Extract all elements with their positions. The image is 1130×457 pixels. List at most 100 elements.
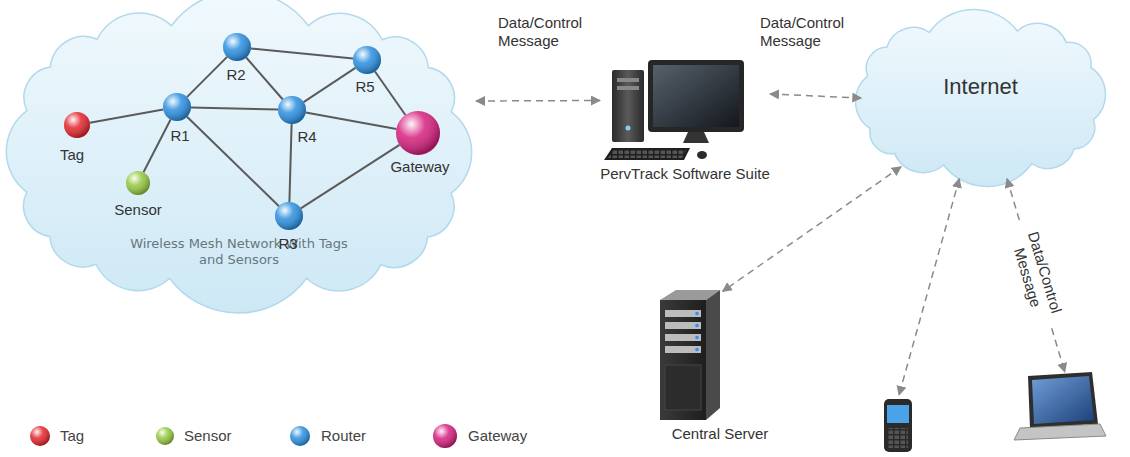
- tag-node: Tag: [64, 112, 90, 138]
- phone-screen: [887, 405, 909, 423]
- mesh-link: [187, 117, 279, 206]
- laptop-lid: [1028, 372, 1098, 428]
- sphere-body: [278, 96, 306, 124]
- swatch-shine: [30, 426, 50, 446]
- mouse: [697, 151, 707, 159]
- legend-swatch: [29, 425, 51, 447]
- phone-icon: [884, 399, 912, 452]
- node-label: Sensor: [114, 201, 162, 219]
- node-label: R5: [355, 78, 374, 96]
- mesh-link: [304, 68, 356, 102]
- sphere-body: [126, 171, 150, 195]
- gateway-node: Gateway: [396, 111, 440, 155]
- edge-label: Data/Control Message: [498, 14, 608, 50]
- mesh-link: [375, 72, 405, 116]
- cloud-shape: [856, 9, 1106, 186]
- sphere-shine: [275, 202, 303, 230]
- message-arrow: [899, 179, 959, 395]
- server-led: [695, 324, 699, 328]
- drive-slot: [617, 78, 639, 82]
- swatch-fill: [433, 424, 457, 448]
- keyboard: [604, 148, 690, 160]
- node-label: Tag: [60, 146, 84, 164]
- phone-keypad: [888, 428, 908, 448]
- legend-text: Sensor: [184, 427, 232, 445]
- server-panel: [665, 365, 701, 410]
- pc-tower: [612, 70, 644, 142]
- node-label: R4: [297, 128, 316, 146]
- legend-swatch: [432, 423, 458, 449]
- sensor-node: Sensor: [126, 171, 150, 195]
- sphere-shine: [163, 93, 191, 121]
- laptop-base: [1014, 424, 1106, 440]
- node-label: R2: [226, 66, 245, 84]
- server-side: [706, 290, 720, 420]
- mesh-link: [90, 110, 163, 123]
- sphere-body: [275, 202, 303, 230]
- mesh-link: [301, 145, 400, 209]
- sphere-body: [396, 111, 440, 155]
- mesh-network-cloud: Wireless Mesh Network With Tags and Sens…: [2, 2, 476, 302]
- node-label: Internet: [943, 73, 1018, 101]
- sphere-shine: [126, 171, 150, 195]
- node-label: PervTrack Software Suite: [600, 165, 770, 183]
- swatch-shine: [433, 424, 457, 448]
- server-bay: [665, 322, 701, 329]
- edge-label: Data/Control Message: [760, 14, 870, 50]
- mesh-link: [246, 58, 283, 100]
- legend-text: Gateway: [468, 427, 527, 445]
- cloud-shape: [6, 0, 471, 313]
- mesh-link: [289, 124, 291, 202]
- laptop-computer: [1012, 372, 1108, 446]
- router-node: R2: [223, 33, 251, 61]
- sphere-shine: [223, 33, 251, 61]
- router-node: R3: [275, 202, 303, 230]
- server-front: [660, 300, 706, 420]
- power-light: [626, 126, 631, 131]
- node-sphere: [353, 46, 381, 74]
- legend-swatch: [289, 425, 311, 447]
- node-label: Wireless Mesh Network With Tags and Sens…: [124, 236, 354, 268]
- message-arrow: [770, 94, 861, 98]
- swatch-fill: [290, 426, 310, 446]
- laptop-screen: [1032, 376, 1094, 424]
- legend-text: Tag: [60, 427, 84, 445]
- monitor-frame: [648, 60, 744, 132]
- node-sphere: [126, 171, 150, 195]
- legend-text: Router: [321, 427, 366, 445]
- computer-icon: [604, 60, 744, 160]
- monitor-stand: [683, 132, 709, 143]
- router-node: R5: [353, 46, 381, 74]
- swatch-shine: [156, 427, 174, 445]
- monitor-screen: [653, 65, 739, 127]
- laptop-icon: [1014, 372, 1106, 440]
- swatch-shine: [290, 426, 310, 446]
- pervtrack-computer: PervTrack Software Suite: [600, 55, 770, 185]
- node-label: R3: [278, 235, 297, 253]
- node-sphere: [64, 112, 90, 138]
- swatch-fill: [30, 426, 50, 446]
- mesh-link: [306, 113, 397, 130]
- sphere-shine: [278, 96, 306, 124]
- server-led: [695, 348, 699, 352]
- mesh-link: [144, 120, 171, 173]
- server-led: [695, 312, 699, 316]
- phone-body: [884, 399, 912, 452]
- edge-label: Data/Control Message: [1002, 219, 1069, 331]
- server-bay: [665, 310, 701, 317]
- keyboard-keys: [608, 150, 686, 158]
- drive-slot: [617, 86, 639, 90]
- node-sphere: [396, 111, 440, 155]
- node-label: Central Server: [655, 425, 785, 443]
- node-sphere: [163, 93, 191, 121]
- sphere-shine: [396, 111, 440, 155]
- server-bay: [665, 346, 701, 353]
- node-label: R1: [170, 127, 189, 145]
- sphere-body: [353, 46, 381, 74]
- mesh-link: [251, 48, 353, 58]
- node-sphere: [275, 202, 303, 230]
- server-icon: [660, 290, 720, 420]
- node-label: Gateway: [390, 158, 449, 176]
- central-server: Central Server: [655, 285, 785, 445]
